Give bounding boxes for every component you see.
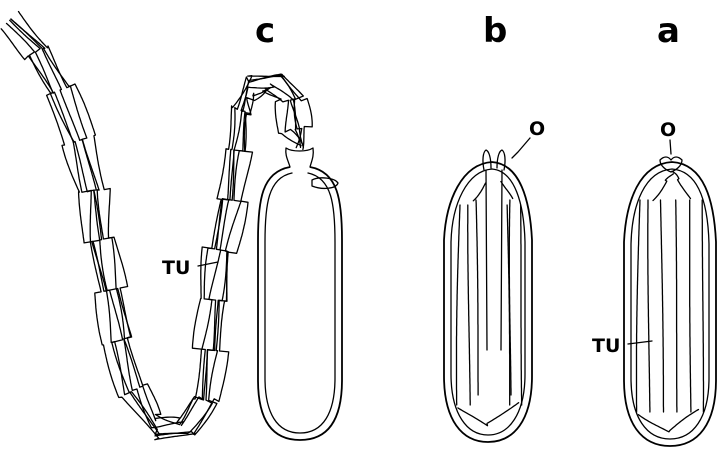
tubule-label-c: TU	[162, 257, 190, 279]
sac-neck	[286, 148, 313, 167]
tubule-strand	[661, 200, 664, 412]
tubule-strand	[1, 29, 301, 440]
tubule-strand	[11, 19, 304, 428]
capsule-a-inner	[631, 169, 709, 439]
tubule-strand	[653, 174, 673, 201]
tubule-strand	[690, 200, 691, 412]
tubule-strand	[638, 410, 698, 432]
tubule-strand	[458, 403, 519, 426]
panel-c: TU	[1, 12, 342, 441]
opening-label-b: O	[529, 118, 545, 140]
empty-sac-inner	[265, 173, 335, 433]
tubule-strand	[19, 12, 313, 425]
panel-a: O TU	[592, 119, 716, 446]
panel-letter-c: c	[255, 11, 275, 51]
tubule-strand	[521, 205, 522, 405]
tubule-strand	[676, 200, 677, 412]
tubule-label-a: TU	[592, 335, 620, 357]
tubule-strand	[473, 183, 485, 201]
empty-sac-outer	[258, 167, 342, 440]
tubule-strand	[637, 200, 641, 412]
opening-pointer-a	[670, 140, 671, 154]
capsule-b-neck	[483, 150, 505, 170]
capsule-b-neck-inner	[486, 170, 502, 350]
tubule-strand	[702, 200, 703, 412]
opening-pointer-b	[512, 138, 530, 158]
tubule-strand	[501, 182, 513, 199]
panel-b: O	[444, 118, 545, 442]
capsule-b-inner	[451, 169, 525, 435]
tubule-strand	[468, 205, 471, 405]
tubule-strand	[648, 200, 650, 412]
coiled-tubule-a	[637, 171, 704, 432]
tubule-strand	[10, 20, 301, 434]
tubule-strand	[457, 205, 461, 405]
coiled-tubule-b	[457, 182, 522, 426]
panel-letter-b: b	[483, 11, 507, 51]
panel-letter-a: a	[657, 11, 680, 51]
opening-label-a: O	[660, 119, 676, 141]
tubule-strand	[476, 200, 478, 395]
